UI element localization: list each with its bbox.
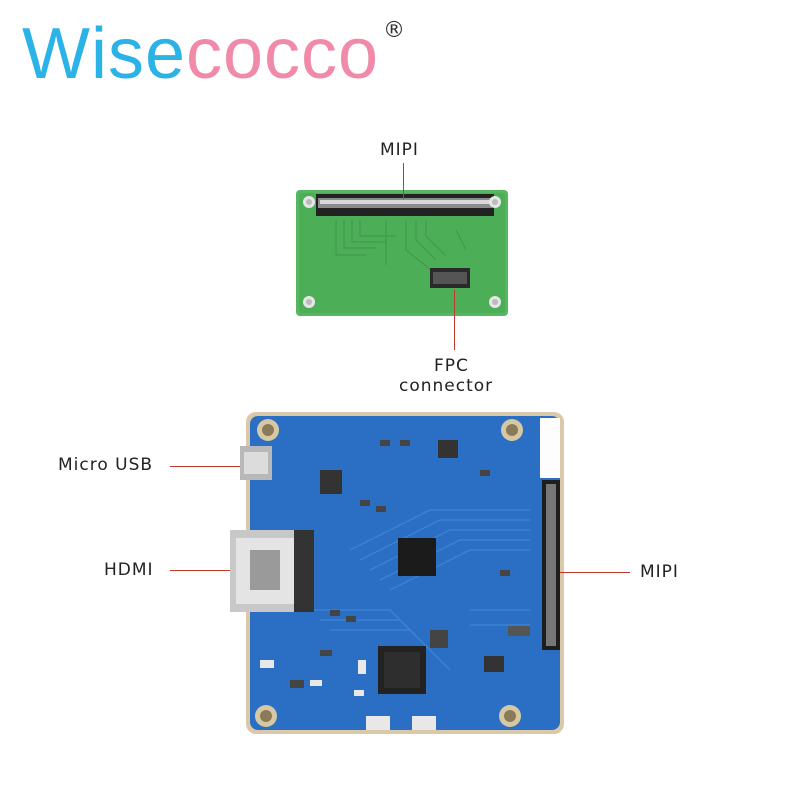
leader-adapter-mipi xyxy=(403,163,404,199)
leader-fpc xyxy=(454,290,455,350)
label-hdmi: HDMI xyxy=(104,560,154,580)
label-fpc-line2: connector xyxy=(399,376,494,396)
leader-main-mipi xyxy=(560,572,630,573)
registered-mark: ® xyxy=(383,18,405,43)
label-adapter-mipi: MIPI xyxy=(380,140,419,160)
brand-logo: Wisecocco xyxy=(22,14,402,94)
leader-hdmi xyxy=(170,570,230,571)
logo-text-blue: Wise xyxy=(22,14,186,94)
main-board xyxy=(230,412,564,734)
label-micro-usb: Micro USB xyxy=(58,455,154,475)
adapter-board xyxy=(296,190,508,316)
leader-micro-usb xyxy=(170,466,240,467)
logo-text-pink: cocco xyxy=(186,14,380,94)
label-fpc-line1: FPC xyxy=(434,356,469,376)
label-main-mipi: MIPI xyxy=(640,562,679,582)
